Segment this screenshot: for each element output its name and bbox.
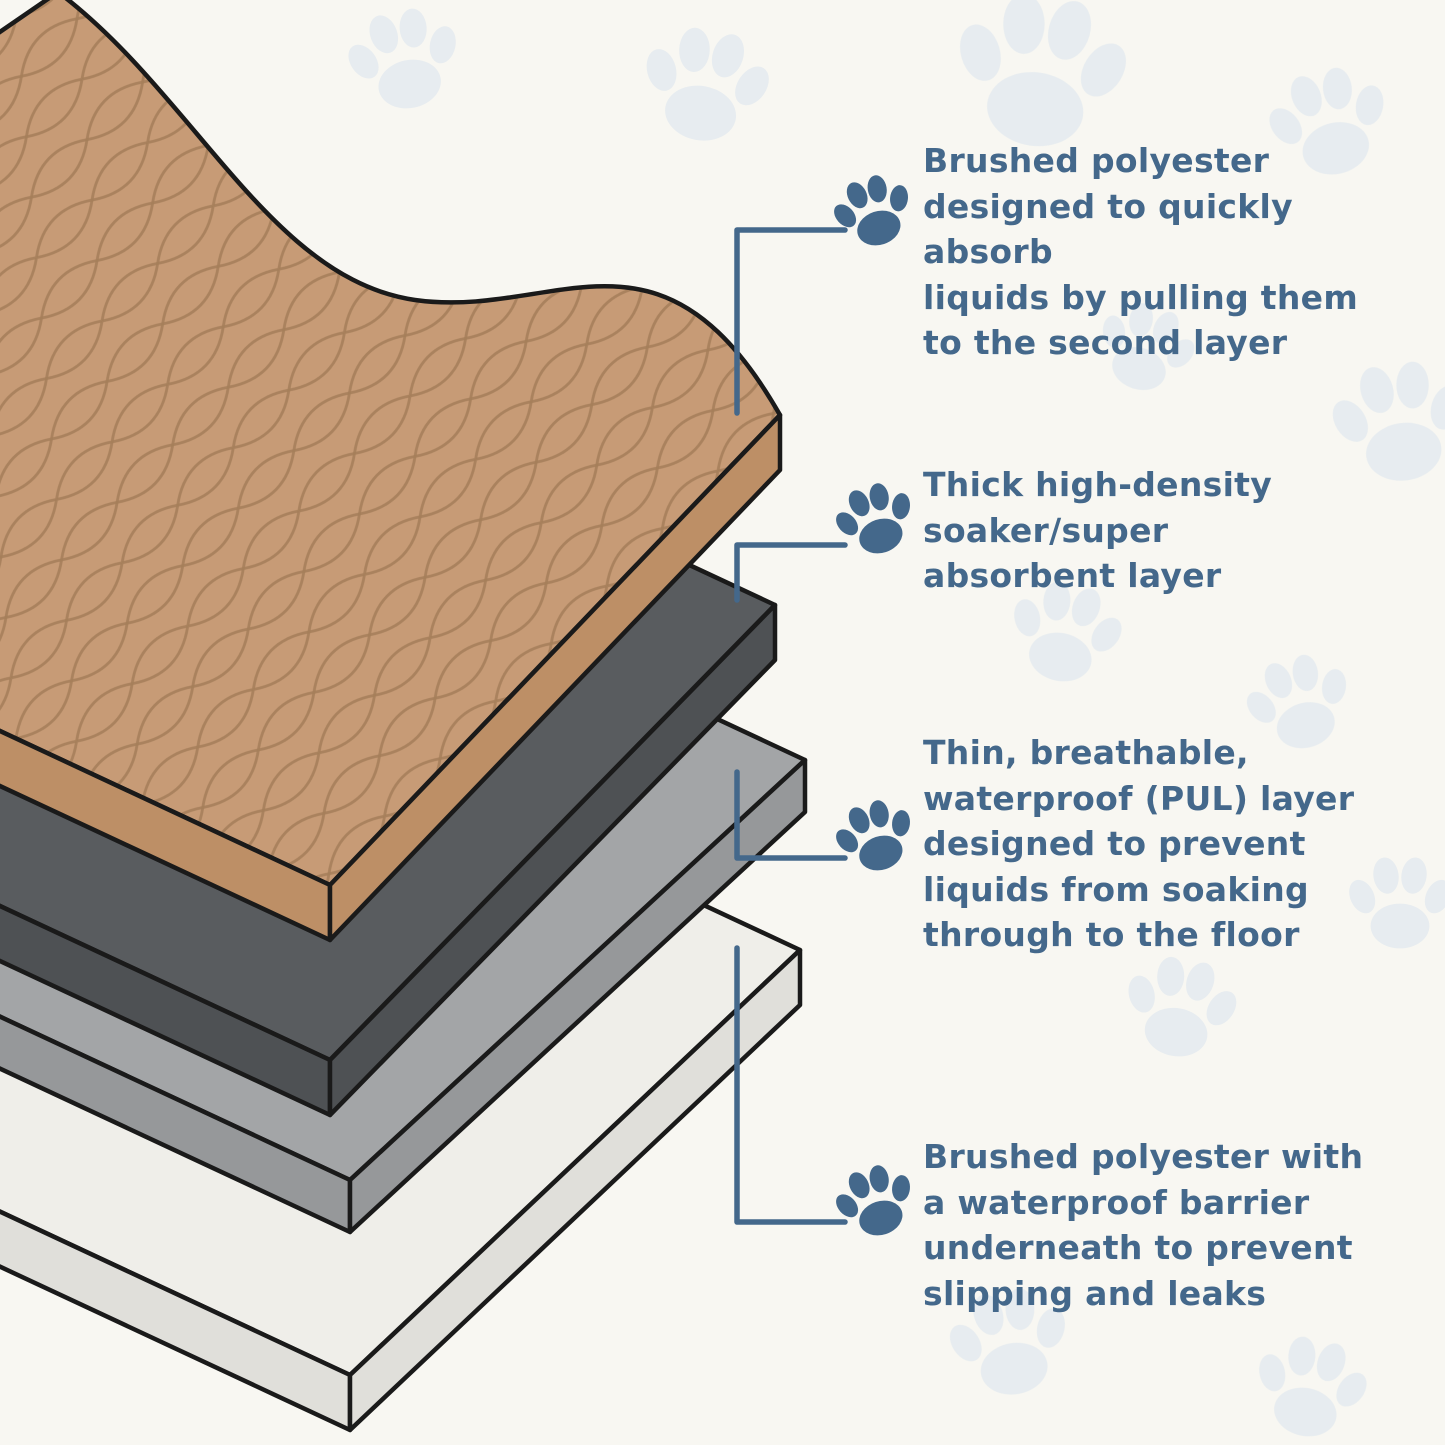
layer-quilted-top bbox=[0, 0, 783, 943]
callout-text-pul-layer: Thin, breathable, waterproof (PUL) layer… bbox=[923, 733, 1355, 955]
callout-line-4 bbox=[734, 945, 848, 1225]
paw-icon bbox=[824, 789, 926, 882]
paw-watermark-icon bbox=[1113, 947, 1249, 1067]
layer-quilted-top-quilt-pattern bbox=[0, 0, 780, 885]
callout-line-1 bbox=[734, 227, 848, 416]
callout-line-2 bbox=[734, 542, 848, 603]
layer-pul-side-face bbox=[347, 757, 808, 1235]
paw-icon bbox=[824, 472, 926, 565]
layer-soaker-side-face bbox=[327, 602, 778, 1118]
callout-lines bbox=[734, 227, 848, 1225]
paw-icon bbox=[822, 164, 924, 257]
callout-paw-icons bbox=[822, 164, 926, 1247]
callout-line-3 bbox=[734, 769, 848, 861]
paw-watermark-icon bbox=[1241, 1326, 1380, 1445]
paw-icon bbox=[824, 1154, 926, 1247]
paw-watermark-icon bbox=[939, 0, 1143, 159]
paw-watermark-icon bbox=[629, 17, 783, 152]
callout-text-base-layer: Brushed polyester with a waterproof barr… bbox=[923, 1137, 1364, 1313]
callout-text-top-layer: Brushed polyester designed to quickly ab… bbox=[923, 141, 1359, 363]
layer-quilted-side-face bbox=[327, 412, 783, 943]
paw-watermark-icon bbox=[335, 0, 474, 120]
layer-base-side-face bbox=[347, 947, 803, 1433]
layer-quilted-top-outline bbox=[0, 0, 783, 888]
callout-text-soaker-layer: Thick high-density soaker/super absorben… bbox=[923, 465, 1273, 596]
